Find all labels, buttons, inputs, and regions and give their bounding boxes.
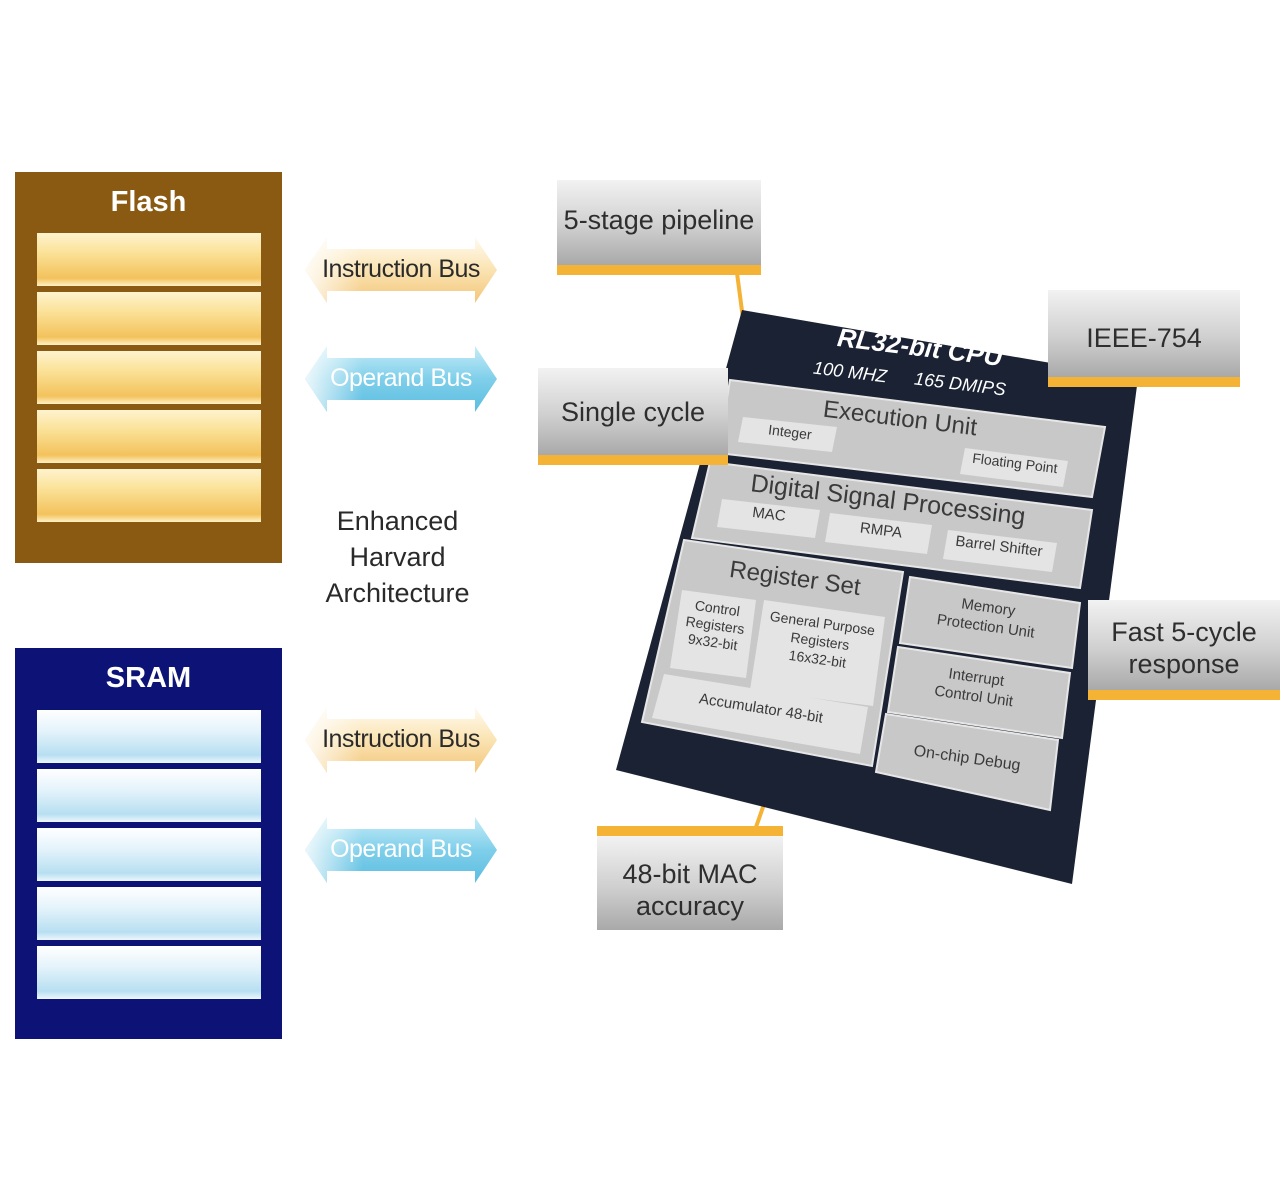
caption-line: Harvard [349,542,446,572]
accumulator-box [652,674,868,754]
double-arrow-icon [305,817,497,883]
rmpa-box [825,513,932,554]
floating-point-box [960,448,1068,487]
flash-row [37,410,261,463]
callout-text: IEEE-754 [1086,323,1202,353]
architecture-caption: Enhanced Harvard Architecture [300,503,495,611]
flash-row [37,469,261,522]
flash-row [37,292,261,345]
integer-box [738,417,837,452]
double-arrow-icon [305,346,497,412]
callout-text: Fast 5-cycle [1111,617,1257,647]
caption-line: Architecture [325,578,470,608]
mpu-box [898,575,1082,670]
pipeline-callout: 5-stage pipeline [557,180,761,275]
flash-instruction-bus-arrow: Instruction Bus [305,235,497,305]
instruction-bus-label: Instruction Bus [322,255,480,283]
sram-instruction-bus-arrow: Instruction Bus [305,705,497,775]
control-registers-label: Control Registers 9x32-bit [673,595,757,656]
flash-title: Flash [110,186,187,218]
instruction-bus-label: Instruction Bus [322,725,480,753]
flash-operand-bus-arrow: Operand Bus [305,344,497,414]
single-cycle-callout: Single cycle [538,368,728,465]
icu-box [886,645,1072,740]
fast-response-callout: Fast 5-cycle response [1088,600,1280,700]
flash-memory-block: Flash [15,172,282,563]
debug-box [874,712,1060,812]
flash-row [37,351,261,404]
sram-row [37,710,261,763]
mac-box [717,499,820,538]
sram-row [37,769,261,822]
sram-row [37,887,261,940]
callout-text: response [1128,649,1240,679]
barrel-shifter-box [943,530,1057,572]
ieee-callout: IEEE-754 [1048,290,1240,387]
sram-title: SRAM [105,662,192,694]
sram-memory-block: SRAM [15,648,282,1039]
general-registers-box [750,600,885,706]
control-registers-box [670,590,756,678]
sram-row [37,946,261,999]
operand-bus-label: Operand Bus [330,364,472,392]
mac-accuracy-callout: 48-bit MAC accuracy [597,826,783,930]
callout-text: accuracy [635,891,745,921]
sram-row [37,828,261,881]
callout-text: 5-stage pipeline [563,205,755,235]
sram-operand-bus-arrow: Operand Bus [305,815,497,885]
callout-text: Single cycle [560,397,706,427]
caption-line: Enhanced [336,506,459,536]
double-arrow-icon [305,237,497,303]
flash-row [37,233,261,286]
double-arrow-icon [305,707,497,773]
callout-text: 48-bit MAC [622,859,758,889]
operand-bus-label: Operand Bus [330,835,472,863]
